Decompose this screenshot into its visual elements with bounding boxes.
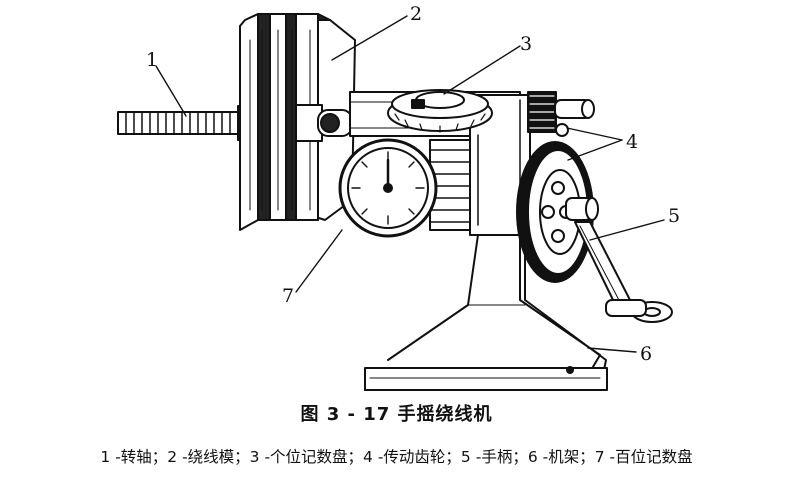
- callout-4: 4: [626, 131, 638, 153]
- leader-lines: [155, 15, 665, 353]
- callout-3: 3: [520, 33, 532, 55]
- callout-7: 7: [282, 285, 294, 307]
- spindle-shaft: [117, 105, 253, 141]
- hundreds-counter-dial: [338, 138, 438, 238]
- callout-1: 1: [146, 49, 158, 71]
- figure-caption: 图 3 - 17 手摇绕线机: [300, 404, 493, 425]
- callout-6: 6: [640, 343, 652, 365]
- crank-handle: [565, 197, 673, 323]
- hand-crank-winder-illustration: 1 2 3 4 5 6 7: [117, 3, 680, 391]
- transmission-gears: [516, 91, 595, 283]
- callout-labels: 1 2 3 4 5 6 7: [146, 3, 680, 365]
- units-counter-dial: [387, 89, 493, 133]
- figure-legend: 1 -转轴；2 -绕线模；3 -个位记数盘；4 -传动齿轮；5 -手柄；6 -机…: [100, 448, 693, 466]
- callout-5: 5: [668, 205, 680, 227]
- callout-2: 2: [410, 3, 422, 25]
- winding-former: [239, 13, 356, 231]
